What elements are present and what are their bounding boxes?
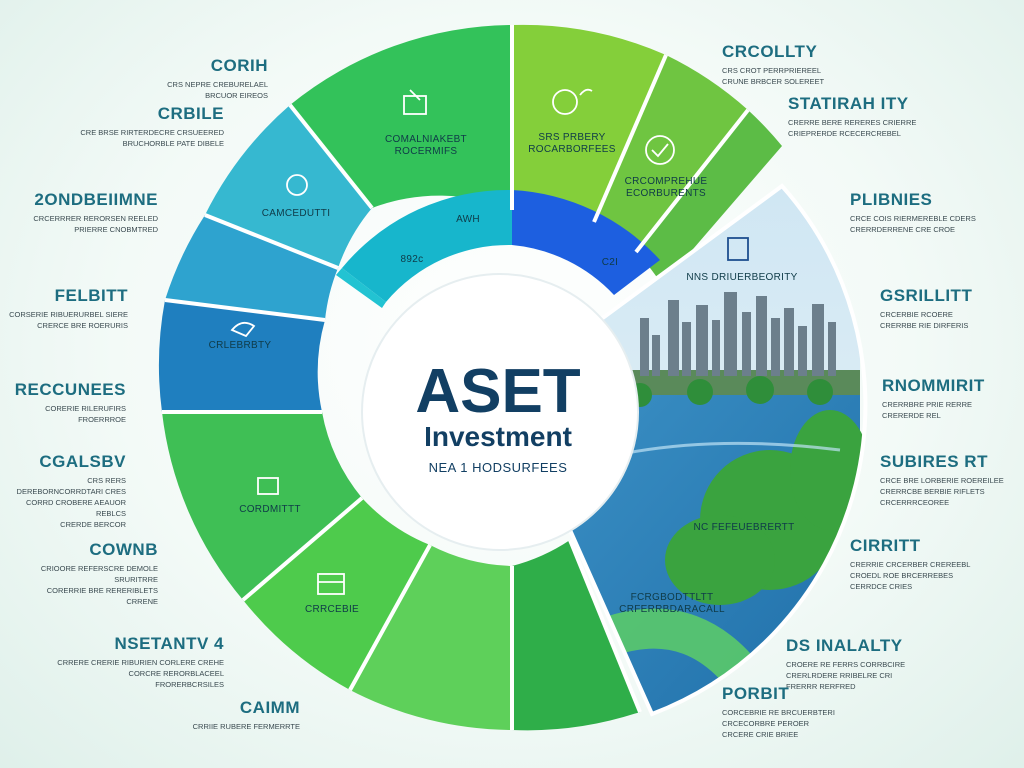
building-icon (317, 573, 345, 595)
left-label-6: COWNB CRIOORE REFERSCRE DEMOLE SRURITRRE… (0, 540, 158, 607)
left-label-title: RECCUNEES (14, 380, 126, 399)
inner-label-c2i: C2I (602, 257, 618, 268)
inner-labels: AWH 892c C2I (401, 214, 618, 268)
box-icon (403, 89, 427, 115)
center-title: ASET (415, 357, 580, 426)
recycle-icon (645, 135, 675, 165)
segment-bottom-dark-green (512, 540, 640, 731)
segment-right-lime-2 (636, 110, 782, 285)
right-label-title: STATIRAH ITY (788, 94, 909, 113)
plant-icon (552, 88, 593, 115)
center-subtitle: Investment (424, 421, 572, 452)
right-label-title: CRCOLLTY (722, 42, 818, 61)
segment-left-teal (165, 215, 338, 320)
inner-label-892c: 892c (401, 254, 424, 265)
inner-seg-892c (336, 268, 386, 308)
ring-dividers (162, 25, 750, 730)
inner-seg-c2i (512, 190, 660, 295)
refresh-icon (286, 174, 308, 196)
segment-label-4: CRLEBRBTY (209, 340, 272, 351)
left-label-title: COWNB (89, 540, 158, 559)
city-icon (727, 237, 749, 261)
center-caption: NEA 1 HODSURFEES (429, 460, 568, 475)
segment-label-9: NC FEFEUEBRERTT (694, 522, 795, 533)
right-label-title: GSRILLITT (880, 286, 973, 305)
right-label-title: CIRRITT (850, 536, 921, 555)
segment-right-lime-1 (594, 55, 748, 252)
segment-left-green (162, 412, 362, 600)
right-label-title: RNOMMIRIT (882, 376, 985, 395)
left-label-title: FELBITT (54, 286, 128, 305)
left-label-title: NSETANTV 4 (114, 634, 224, 653)
left-label-title: CAIMM (239, 698, 300, 717)
inner-ring (336, 189, 660, 308)
right-label-title: PORBIT (722, 684, 790, 703)
segment-top-green (290, 25, 512, 210)
segment-top-left-teal (205, 105, 372, 268)
segment-bottom-green (350, 545, 512, 730)
left-label-7: NSETANTV 4 CRRERE CRERIE RIBURIEN CORLER… (4, 634, 224, 690)
right-label-title: PLIBNIES (850, 190, 933, 209)
left-label-title: CORIH (210, 56, 268, 75)
segment-icons (230, 88, 749, 595)
right-label-title: SUBIRES RT (880, 452, 988, 471)
right-label-1: STATIRAH ITY CRERRE BERE RERERES CRIERRE… (788, 94, 1020, 139)
left-label-desc: CRRIIE RUBERE FERMERRTE (192, 722, 300, 731)
right-label-title: DS INALALTY (786, 636, 903, 655)
device-icon (257, 477, 279, 495)
left-label-title: CRBILE (157, 104, 224, 123)
segment-label-3: CAMCEDUTTI (262, 208, 331, 219)
segment-label-8: NNS DRIUERBEORITY (686, 272, 797, 283)
segment-top-right-lime (512, 24, 666, 222)
segment-label-6: CRRCEBIE (305, 604, 359, 615)
hand-icon (230, 321, 256, 338)
left-label-title: 2ONDBEIIMNE (34, 190, 158, 209)
segment-left-blue (158, 300, 325, 412)
inner-label-awh: AWH (456, 214, 480, 225)
center-disc: ASET Investment NEA 1 HODSURFEES (361, 273, 639, 551)
segment-label-5: CORDMITTT (239, 504, 301, 515)
left-label-8: CAIMM CRRIIE RUBERE FERMERRTE (80, 698, 300, 732)
inner-seg-awh (342, 189, 512, 302)
left-label-title: CGALSBV (39, 452, 126, 471)
